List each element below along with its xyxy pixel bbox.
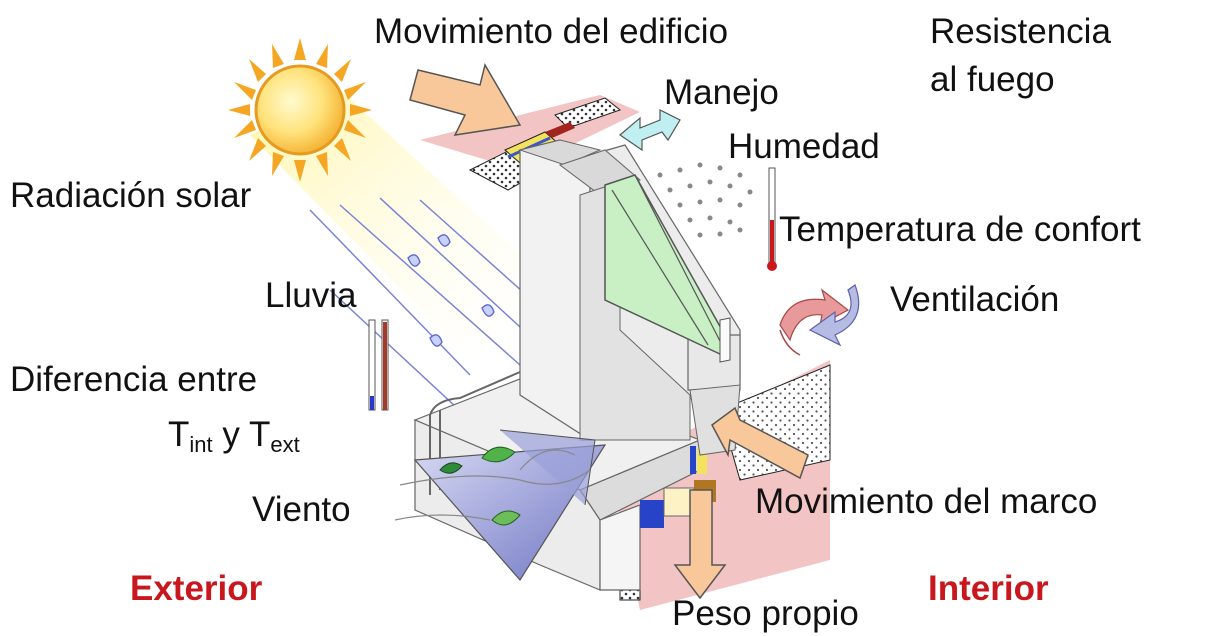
humidity-drops <box>657 162 753 238</box>
temp-difference-label-line2: Tint y Text <box>168 415 300 457</box>
building-movement-label: Movimiento del edificio <box>374 12 729 51</box>
self-weight-arrow <box>673 489 727 600</box>
temp-difference-y: y <box>222 415 240 454</box>
frame-movement-arrow <box>711 406 809 480</box>
humidity-label: Humedad <box>728 127 880 166</box>
ventilation-label: Ventilación <box>890 280 1060 319</box>
temp-difference-label-line1: Diferencia entre <box>10 360 258 399</box>
temp-difference-sub-ext: ext <box>270 432 300 457</box>
ventilation-arrows-icon <box>779 284 860 356</box>
comfort-temperature-label: Temperatura de confort <box>779 210 1141 249</box>
exterior-label: Exterior <box>130 569 263 608</box>
building-movement-arrow <box>409 63 522 136</box>
leaf-icon <box>439 446 521 526</box>
temp-difference-t-int: T <box>168 415 190 454</box>
interior-label: Interior <box>928 569 1049 608</box>
fire-resistance-label-line2: al fuego <box>930 60 1055 99</box>
comfort-thermometer-icon <box>767 167 777 271</box>
handling-arrow-icon <box>619 109 681 152</box>
frame-movement-label: Movimiento del marco <box>755 482 1098 521</box>
solar-radiation-label: Radiación solar <box>10 176 252 215</box>
wind-triangle <box>394 429 607 582</box>
handling-label: Manejo <box>664 73 779 112</box>
rain-label: Lluvia <box>265 276 357 315</box>
temp-difference-thermometers-icon <box>368 319 389 411</box>
temp-difference-sub-int: int <box>189 432 213 457</box>
glass-pane <box>604 174 731 363</box>
rain-lines <box>309 197 561 421</box>
temp-difference-t-ext: T <box>248 415 271 454</box>
fire-resistance-label-line1: Resistencia <box>930 12 1111 51</box>
sun-icon <box>228 38 372 182</box>
wind-label: Viento <box>252 490 351 529</box>
self-weight-label: Peso propio <box>672 594 859 633</box>
